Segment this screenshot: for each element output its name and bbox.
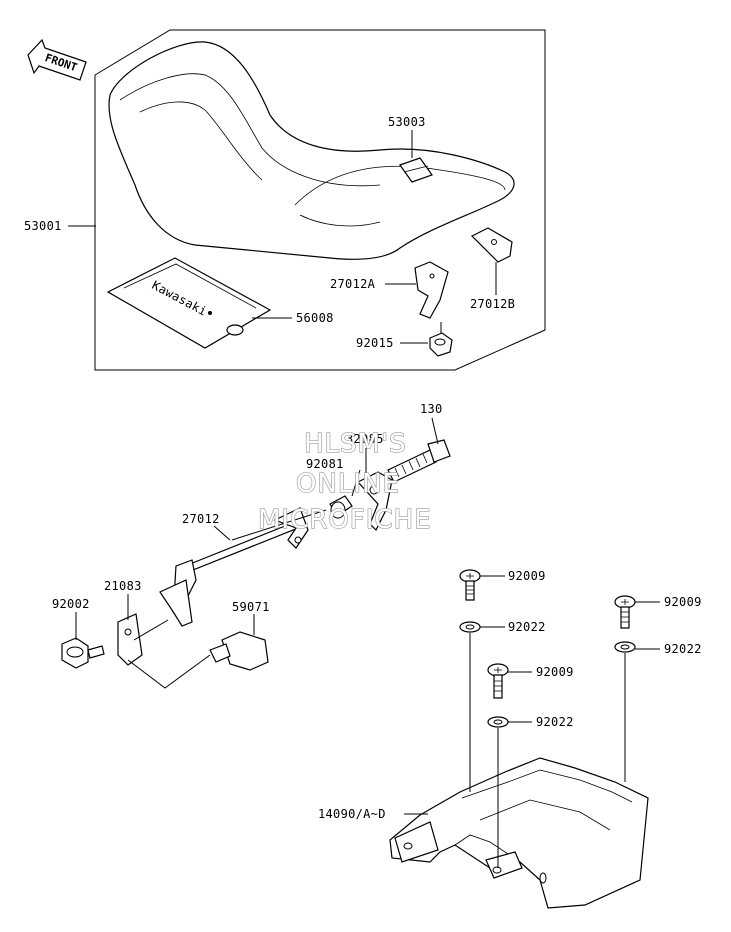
- callout-92022-c: 92022: [664, 642, 702, 656]
- watermark: HLSM'S ONLINE MICROFICHE: [257, 428, 432, 535]
- callout-32085: 32085: [346, 432, 384, 446]
- tray-leaders: [404, 575, 660, 868]
- lock-leaders: [75, 448, 367, 640]
- screw-92009-a: [459, 569, 481, 601]
- callout-56008: 56008: [296, 311, 334, 325]
- decal-56008: Kawasaki: [106, 257, 272, 349]
- tray-14090: [389, 757, 649, 909]
- callout-92002: 92002: [52, 597, 90, 611]
- callout-92022-a: 92022: [508, 620, 546, 634]
- callout-92022-b: 92022: [536, 715, 574, 729]
- lock-mechanism: [61, 417, 451, 689]
- callout-27012A: 27012A: [330, 277, 376, 291]
- callout-14090: 14090/A~D: [318, 807, 386, 821]
- watermark-line-1: HLSM'S: [304, 429, 407, 459]
- callout-53001: 53001: [24, 219, 62, 233]
- seat-illustration: [108, 41, 515, 260]
- seat-group-frame: [94, 29, 546, 371]
- screw-92009-b: [487, 663, 509, 699]
- washer-92022-a: [459, 621, 481, 633]
- callout-92009-c: 92009: [664, 595, 702, 609]
- callout-53003: 53003: [388, 115, 426, 129]
- watermark-line-3: MICROFICHE: [258, 505, 432, 535]
- callout-92009-a: 92009: [508, 569, 546, 583]
- callout-92009-b: 92009: [536, 665, 574, 679]
- watermark-line-2: ONLINE: [296, 469, 400, 499]
- callout-92015: 92015: [356, 336, 394, 350]
- callout-59071: 59071: [232, 600, 270, 614]
- callout-27012B: 27012B: [470, 297, 515, 311]
- callout-92081: 92081: [306, 457, 344, 471]
- callout-21083: 21083: [104, 579, 142, 593]
- callout-130: 130: [420, 402, 443, 416]
- callout-27012: 27012: [182, 512, 220, 526]
- front-arrow-icon: FRONT: [27, 38, 87, 81]
- screw-92009-c: [614, 595, 636, 629]
- bracket-27012A: [414, 261, 449, 319]
- seat-leaders: [68, 130, 497, 344]
- bracket-27012B: [470, 227, 513, 263]
- washer-92022-b: [487, 716, 509, 728]
- washer-92022-c: [614, 641, 636, 653]
- nut-92015: [429, 322, 453, 357]
